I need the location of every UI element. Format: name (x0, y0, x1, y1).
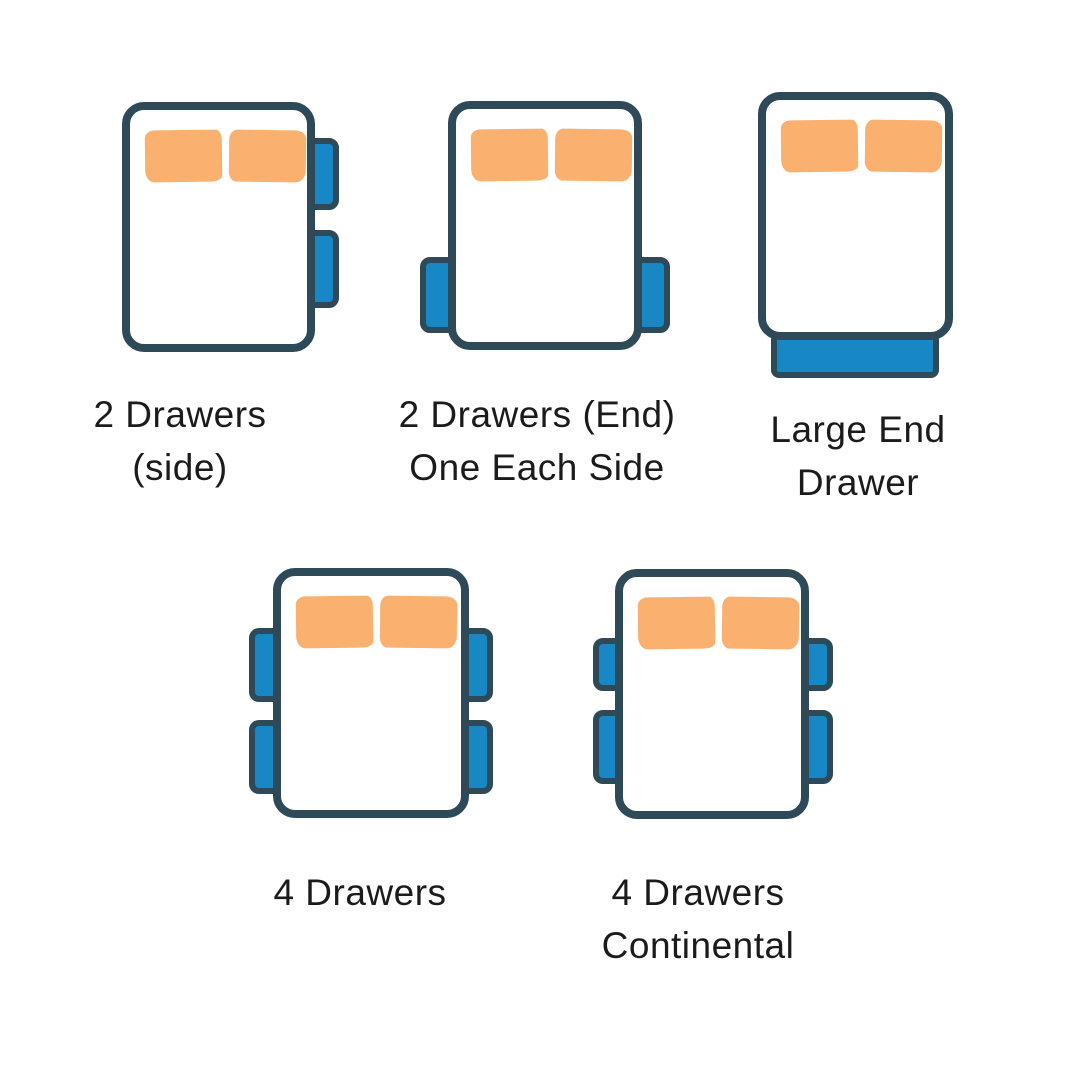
bed-base (122, 102, 315, 352)
bed-base (448, 101, 642, 350)
bed-label-line: Large End (770, 409, 946, 450)
bed-diagram-2-drawers-end (420, 101, 670, 350)
pillow-left (637, 596, 716, 650)
bed-base (758, 92, 953, 340)
bed-label-line: 4 Drawers (611, 872, 785, 913)
bed-label-large-end-drawer: Large End Drawer (708, 403, 1008, 509)
pillow-right (228, 129, 307, 183)
bed-base (273, 568, 469, 818)
bed-diagram-2-drawers-side (122, 102, 339, 352)
bed-label-4-drawers-continental: 4 Drawers Continental (548, 866, 848, 972)
pillow-left (295, 595, 374, 649)
pillow-right (379, 595, 458, 649)
bed-label-line: 4 Drawers (273, 872, 447, 913)
bed-diagram-4-drawers (249, 568, 493, 818)
bed-label-line: Continental (601, 925, 795, 966)
bed-label-4-drawers: 4 Drawers (210, 866, 510, 919)
bed-label-line: One Each Side (409, 447, 665, 488)
pillow-left (144, 129, 223, 183)
pillow-right (554, 128, 633, 182)
pillow-left (780, 119, 859, 173)
bed-label-line: 2 Drawers (93, 394, 267, 435)
pillow-left (470, 128, 549, 182)
bed-label-2-drawers-end: 2 Drawers (End) One Each Side (377, 388, 697, 494)
bed-label-line: 2 Drawers (End) (398, 394, 676, 435)
bed-label-line: (side) (132, 447, 228, 488)
pillow-right (721, 596, 800, 650)
bed-label-2-drawers-side: 2 Drawers (side) (30, 388, 330, 494)
bed-diagram-4-drawers-continental (593, 569, 833, 819)
bed-label-line: Drawer (796, 462, 920, 503)
bed-diagram-large-end-drawer (758, 92, 953, 378)
bed-base (615, 569, 809, 819)
pillow-right (864, 119, 943, 173)
